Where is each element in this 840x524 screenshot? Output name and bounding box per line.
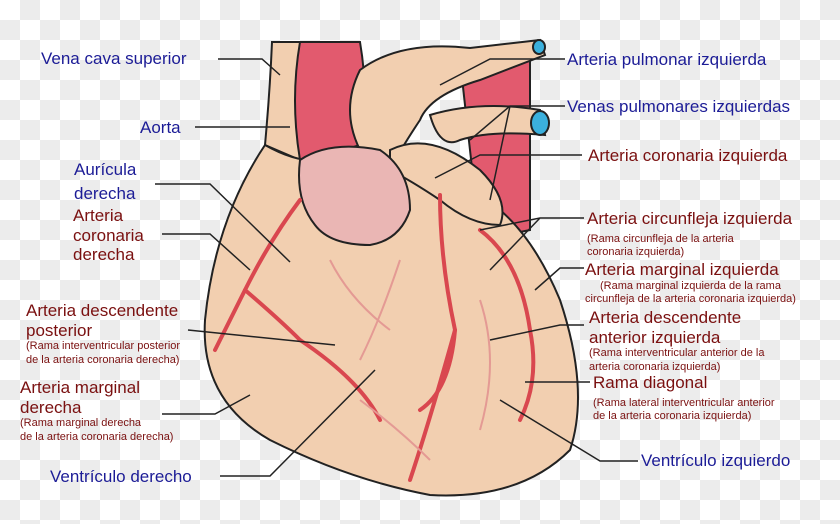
label-sub: de la arteria coronaria izquierda) <box>593 410 752 423</box>
label-line: Arteria marginal izquierda <box>585 260 779 279</box>
label-line: derecha <box>20 397 82 417</box>
label-line: derecha <box>74 183 136 203</box>
coronary-branches <box>329 259 491 461</box>
label-line: coronaria <box>73 225 144 245</box>
label-marginal-derecha: Arteria marginal derecha (Rama marginal … <box>20 378 173 445</box>
label-sub: coronaria izquierda) <box>587 246 685 259</box>
left-auricle <box>389 142 504 227</box>
label-marginal-izq: Arteria marginal izquierda (Rama margina… <box>585 260 796 307</box>
label-line: Arteria <box>73 206 124 225</box>
label-line: Arteria circunfleja izquierda <box>587 209 793 228</box>
label-aorta: Aorta <box>140 118 181 137</box>
label-sub: (Rama marginal izquierda de la rama <box>599 279 781 292</box>
pulmonary-vein-shape <box>428 105 547 144</box>
pulmonary-vein-opening <box>530 110 550 136</box>
label-line: anterior izquierda <box>589 327 721 347</box>
label-line: posterior <box>26 320 93 340</box>
label-venas-pulmonares: Venas pulmonares izquierdas <box>567 97 791 116</box>
label-coronaria-derecha: Arteria coronaria derecha <box>73 206 144 265</box>
label-coronaria-izq: Arteria coronaria izquierda <box>588 146 788 165</box>
label-sub: (Rama lateral interventricular anterior <box>593 396 775 409</box>
label-sub: de la arteria coronaria derecha) <box>26 353 180 366</box>
label-sub: arteria coronaria izquierda) <box>589 360 721 373</box>
leader-lines <box>155 58 638 477</box>
label-descendente-posterior: Arteria descendente posterior (Rama inte… <box>26 301 180 368</box>
label-sub: (Rama interventricular anterior de la <box>589 347 765 360</box>
label-vena-cava: Vena cava superior <box>41 49 187 68</box>
label-line: Rama diagonal <box>593 373 708 392</box>
label-line: Arteria marginal <box>20 378 140 397</box>
coronary-arteries <box>213 193 536 482</box>
label-sub: (Rama interventricular posterior <box>26 340 181 353</box>
label-sub: (Rama marginal derecha <box>20 417 142 430</box>
label-ventriculo-derecho: Ventrículo derecho <box>50 467 192 486</box>
label-sub: circunfleja de la arteria coronaria izqu… <box>585 293 796 306</box>
label-circunfleja: Arteria circunfleja izquierda (Rama circ… <box>587 209 792 260</box>
label-diagonal: Rama diagonal (Rama lateral interventric… <box>593 373 775 424</box>
pulmonary-artery-shape <box>349 38 547 172</box>
aortic-root <box>298 145 412 247</box>
label-line: Arteria descendente <box>26 301 179 320</box>
label-descendente-anterior: Arteria descendente anterior izquierda (… <box>589 308 764 375</box>
label-line: Arteria descendente <box>589 308 742 327</box>
label-line: Aurícula <box>74 160 137 179</box>
label-pulmonar-izq: Arteria pulmonar izquierda <box>567 50 767 69</box>
label-ventriculo-izq: Ventrículo izquierdo <box>641 451 791 470</box>
pulmonary-artery-opening <box>532 39 546 55</box>
vena-cava-shape <box>263 41 302 162</box>
label-sub: de la arteria coronaria derecha) <box>20 430 174 443</box>
label-auricula: Aurícula derecha <box>74 160 136 203</box>
label-line: derecha <box>73 245 135 265</box>
label-sub: (Rama circunfleja de la arteria <box>587 232 734 245</box>
